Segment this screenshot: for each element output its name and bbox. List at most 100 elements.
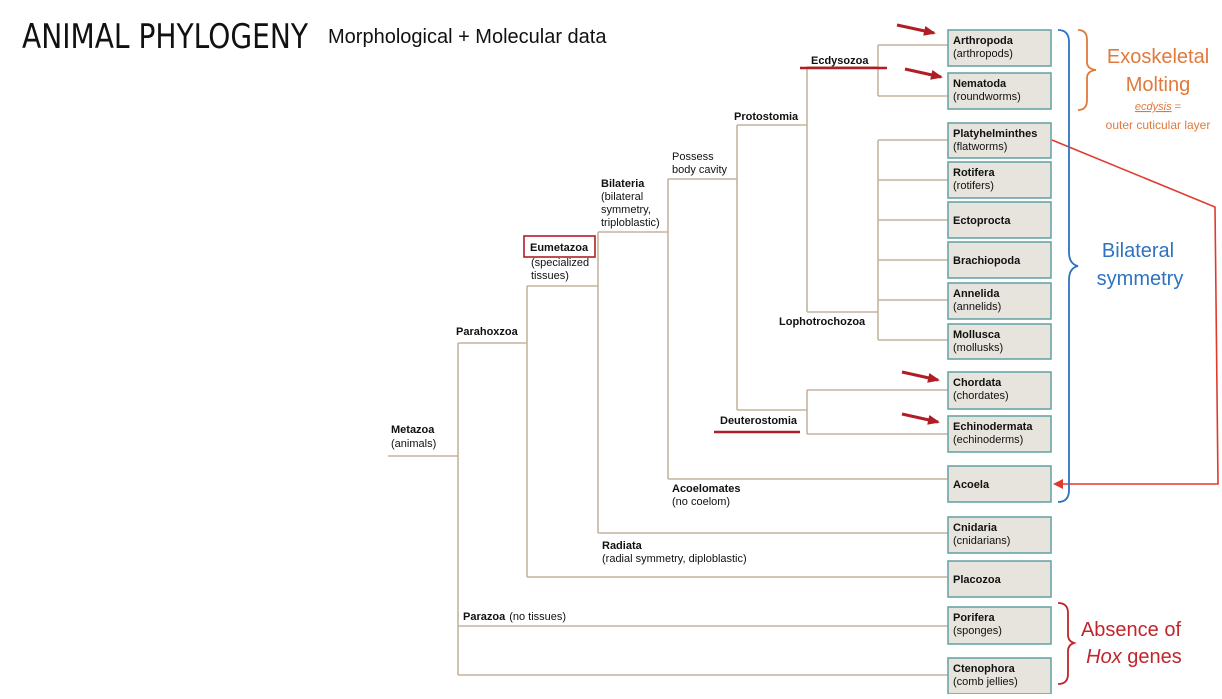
taxon-platyhelminthes: Platyhelminthes(flatworms) bbox=[947, 122, 1052, 159]
taxon-common-name: (annelids) bbox=[953, 301, 1001, 313]
taxon-brachiopoda: Brachiopoda bbox=[947, 241, 1052, 279]
node-labels: Metazoa (animals) Parahoxzoa Eumetazoa (… bbox=[391, 55, 887, 623]
taxon-box bbox=[947, 371, 1052, 410]
page-title: ANIMAL PHYLOGENY bbox=[22, 17, 308, 57]
taxon-ctenophora: Ctenophora(comb jellies) bbox=[947, 657, 1052, 695]
taxon-box bbox=[947, 606, 1052, 645]
highlight-arrows bbox=[896, 23, 943, 425]
taxon-name: Annelida bbox=[953, 288, 1000, 300]
eumetazoa-label: Eumetazoa bbox=[530, 242, 589, 254]
acoelomates-desc: (no coelom) bbox=[672, 496, 730, 508]
metazoa-desc: (animals) bbox=[391, 438, 436, 450]
taxon-common-name: (mollusks) bbox=[953, 342, 1003, 354]
taxon-ectoprocta: Ectoprocta bbox=[947, 201, 1052, 239]
metazoa-label: Metazoa bbox=[391, 424, 435, 436]
taxon-boxes: Arthropoda(arthropods) Nematoda(roundworm… bbox=[947, 29, 1052, 695]
hox-label-2: Hox genes bbox=[1086, 646, 1182, 668]
taxon-name: Rotifera bbox=[953, 167, 995, 179]
bilateria-desc-1: (bilateral bbox=[601, 191, 643, 203]
taxon-name: Ectoprocta bbox=[953, 215, 1011, 227]
eumetazoa-highlight-box bbox=[523, 235, 596, 258]
taxon-box bbox=[947, 72, 1052, 110]
radiata-label: Radiata bbox=[602, 540, 643, 552]
taxon-name: Brachiopoda bbox=[953, 255, 1021, 267]
bilateral-label-2: symmetry bbox=[1097, 268, 1184, 290]
taxon-arthropoda: Arthropoda(arthropods) bbox=[947, 29, 1052, 67]
taxon-acoela: Acoela bbox=[947, 465, 1052, 503]
taxon-name: Cnidaria bbox=[953, 522, 998, 534]
tree-branches bbox=[388, 44, 948, 676]
hox-genes-word: genes bbox=[1122, 646, 1182, 668]
taxon-cnidaria: Cnidaria(cnidarians) bbox=[947, 516, 1052, 554]
taxon-name: Platyhelminthes bbox=[953, 128, 1037, 140]
taxon-box bbox=[947, 122, 1052, 159]
taxon-common-name: (flatworms) bbox=[953, 141, 1007, 153]
taxon-chordata: Chordata(chordates) bbox=[947, 371, 1052, 410]
eumetazoa-desc-2: tissues) bbox=[531, 270, 569, 282]
taxon-common-name: (rotifers) bbox=[953, 180, 994, 192]
hox-bracket bbox=[1057, 602, 1077, 685]
parahoxzoa-label: Parahoxzoa bbox=[456, 326, 519, 338]
taxon-name: Arthropoda bbox=[953, 35, 1014, 47]
taxon-name: Placozoa bbox=[953, 574, 1002, 586]
taxon-box bbox=[947, 560, 1052, 598]
taxon-common-name: (comb jellies) bbox=[953, 676, 1018, 688]
taxon-rotifera: Rotifera(rotifers) bbox=[947, 161, 1052, 199]
parazoa-name: Parazoa bbox=[463, 611, 506, 623]
taxon-name: Mollusca bbox=[953, 329, 1001, 341]
taxon-common-name: (roundworms) bbox=[953, 91, 1021, 103]
arrow-chordata bbox=[901, 370, 940, 383]
taxon-box bbox=[947, 516, 1052, 554]
taxon-annelida: Annelida(annelids) bbox=[947, 282, 1052, 320]
taxon-nematoda: Nematoda(roundworms) bbox=[947, 72, 1052, 110]
bilateral-bracket bbox=[1057, 29, 1079, 503]
taxon-porifera: Porifera(sponges) bbox=[947, 606, 1052, 645]
arrow-arthropoda bbox=[896, 23, 936, 36]
deuterostomia-label: Deuterostomia bbox=[720, 415, 798, 427]
taxon-box bbox=[947, 415, 1052, 453]
ecdysis-label: ecdysis = bbox=[1135, 101, 1181, 113]
hox-label-1: Absence of bbox=[1081, 619, 1182, 641]
possess-label-1: Possess bbox=[672, 151, 714, 163]
ecdysis-equals: = bbox=[1172, 101, 1181, 113]
taxon-name: Nematoda bbox=[953, 78, 1007, 90]
taxon-box bbox=[947, 201, 1052, 239]
taxon-name: Porifera bbox=[953, 612, 995, 624]
taxon-echinodermata: Echinodermata(echinoderms) bbox=[947, 415, 1052, 453]
molting-bracket bbox=[1077, 29, 1097, 111]
taxon-name: Acoela bbox=[953, 479, 990, 491]
acoela-connector-arrow bbox=[1051, 139, 1219, 489]
arrow-nematoda bbox=[904, 67, 943, 80]
acoelomates-label: Acoelomates bbox=[672, 483, 740, 495]
taxon-box bbox=[947, 282, 1052, 320]
lophotrochozoa-label: Lophotrochozoa bbox=[779, 316, 866, 328]
taxon-mollusca: Mollusca(mollusks) bbox=[947, 323, 1052, 360]
parazoa-desc: (no tissues) bbox=[509, 611, 566, 623]
arrow-echinodermata bbox=[901, 412, 940, 425]
ecdysis-definition: outer cuticular layer bbox=[1106, 118, 1211, 132]
bilateria-label: Bilateria bbox=[601, 178, 645, 190]
taxon-placozoa: Placozoa bbox=[947, 560, 1052, 598]
taxon-common-name: (sponges) bbox=[953, 625, 1002, 637]
taxon-common-name: (chordates) bbox=[953, 390, 1009, 402]
taxon-common-name: (echinoderms) bbox=[953, 434, 1023, 446]
taxon-common-name: (cnidarians) bbox=[953, 535, 1010, 547]
ecdysis-word: ecdysis bbox=[1135, 101, 1172, 113]
taxon-box bbox=[947, 161, 1052, 199]
taxon-box bbox=[947, 241, 1052, 279]
taxon-name: Echinodermata bbox=[953, 421, 1033, 433]
hox-word: Hox bbox=[1086, 646, 1123, 668]
parazoa-label: Parazoa(no tissues) bbox=[463, 611, 566, 623]
molting-label-2: Molting bbox=[1126, 74, 1190, 96]
bilateral-label-1: Bilateral bbox=[1102, 240, 1174, 262]
taxon-box bbox=[947, 29, 1052, 67]
taxon-name: Chordata bbox=[953, 377, 1002, 389]
bilateria-desc-2: symmetry, bbox=[601, 204, 651, 216]
taxon-box bbox=[947, 465, 1052, 503]
ecdysozoa-label: Ecdysozoa bbox=[811, 55, 869, 67]
protostomia-label: Protostomia bbox=[734, 111, 799, 123]
possess-label-2: body cavity bbox=[672, 164, 728, 176]
bilateria-desc-3: triploblastic) bbox=[601, 217, 660, 229]
